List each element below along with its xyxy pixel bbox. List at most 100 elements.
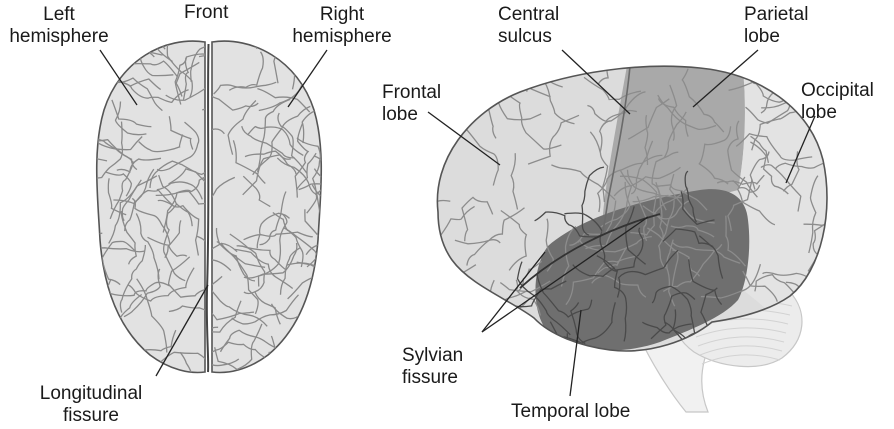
gyrus-line	[213, 81, 277, 95]
gyrus-line	[698, 126, 732, 185]
gyrus-line	[670, 225, 715, 238]
side-brain-outline	[436, 65, 828, 352]
gyrus-line	[242, 175, 271, 208]
gyrus-line	[312, 58, 322, 108]
gyrus-line	[454, 239, 501, 245]
gyrus-line	[174, 53, 205, 105]
gyrus-line	[782, 151, 800, 192]
gyrus-line	[147, 236, 188, 257]
gyrus-line	[123, 268, 161, 318]
gyrus-line	[228, 51, 264, 91]
gyrus-line	[273, 361, 312, 373]
gyrus-line	[96, 279, 112, 309]
gyrus-line	[684, 170, 697, 223]
gyrus-line	[632, 195, 683, 203]
label-longitudinal-fissure: Longitudinal fissure	[39, 383, 143, 426]
gyrus-line	[749, 151, 770, 190]
gyrus-line	[534, 211, 602, 238]
gyrus-line	[700, 264, 762, 299]
right-hemisphere-shape	[211, 40, 323, 374]
gyrus-line	[630, 140, 654, 195]
cerebellum-folium	[699, 345, 783, 356]
gyrus-line	[165, 76, 205, 101]
gyrus-line	[655, 181, 664, 239]
label-sylvian-fissure: Sylvian fissure	[402, 345, 464, 388]
gyrus-line	[109, 161, 135, 220]
gyrus-line	[680, 191, 715, 226]
leader-parietal-lobe	[692, 49, 759, 108]
gyrus-line	[108, 78, 162, 91]
gyrus-line	[551, 164, 616, 201]
gyrus-line	[243, 231, 313, 241]
label-left-hemisphere: Left hemisphere	[9, 4, 109, 47]
gyrus-line	[826, 228, 827, 258]
gyrus-line	[597, 66, 616, 85]
gyrus-line	[440, 205, 475, 236]
gyrus-line	[212, 326, 240, 367]
gyrus-line	[249, 41, 262, 50]
gyrus-line	[527, 114, 580, 165]
gyrus-line	[656, 184, 708, 211]
gyrus-line	[96, 318, 111, 360]
brainstem-shape	[639, 337, 713, 413]
gyrus-line	[135, 213, 160, 280]
gyrus-line	[298, 175, 322, 191]
gyrus-line	[803, 292, 820, 340]
gyrus-line	[630, 187, 689, 236]
label-parietal-lobe: Parietal lobe	[744, 4, 809, 47]
left-hemisphere-shape	[95, 40, 206, 374]
gyrus-line	[750, 135, 770, 164]
label-central-sulcus: Central sulcus	[498, 4, 560, 47]
gyrus-line	[570, 302, 586, 345]
gyrus-line	[212, 341, 266, 359]
gyrus-line	[138, 329, 177, 353]
gyrus-line	[277, 112, 308, 174]
gyrus-line	[687, 259, 723, 306]
gyrus-line	[254, 291, 281, 325]
leader-frontal-lobe	[427, 111, 501, 166]
gyrus-line	[313, 106, 322, 114]
leader-temporal-lobe	[569, 309, 582, 397]
gyrus-line	[572, 264, 616, 277]
gyrus-line	[500, 209, 528, 271]
gyrus-line	[651, 285, 696, 337]
gyrus-line	[114, 77, 163, 112]
gyrus-line	[120, 80, 189, 103]
gyrus-line	[600, 181, 631, 228]
gyrus-line	[119, 244, 146, 313]
gyrus-line	[625, 206, 646, 265]
label-front: Front	[184, 2, 229, 23]
leader-sylvian-fissure-a	[481, 251, 546, 333]
gyrus-line	[583, 76, 642, 101]
gyrus-line	[190, 44, 205, 82]
gyrus-line	[569, 235, 652, 253]
gyrus-line	[725, 215, 747, 267]
gyrus-line	[212, 259, 232, 300]
gyrus-line	[273, 41, 282, 84]
gyrus-line	[168, 294, 205, 313]
gyrus-line	[671, 242, 741, 264]
gyrus-line	[158, 174, 193, 227]
gyrus-line	[681, 68, 725, 133]
gyrus-line	[212, 176, 236, 239]
gyrus-line	[155, 190, 205, 206]
gyrus-line	[219, 329, 281, 353]
gyrus-line	[564, 212, 617, 272]
gyrus-line	[657, 94, 717, 131]
gyrus-line	[114, 101, 147, 136]
gyrus-line	[214, 323, 263, 371]
gyrus-line	[212, 76, 259, 111]
gyrus-line	[511, 66, 575, 125]
gyrus-line	[305, 237, 322, 256]
gyrus-line	[477, 295, 491, 349]
gyrus-line	[101, 240, 136, 286]
gyrus-line	[243, 242, 298, 279]
gyrus-line	[510, 95, 562, 150]
label-occipital-lobe: Occipital lobe	[801, 80, 874, 123]
gyrus-line	[244, 367, 263, 373]
gyrus-line	[510, 153, 519, 210]
gyrus-line	[456, 66, 472, 117]
gyrus-line	[669, 84, 678, 141]
gyrus-line	[166, 41, 193, 98]
